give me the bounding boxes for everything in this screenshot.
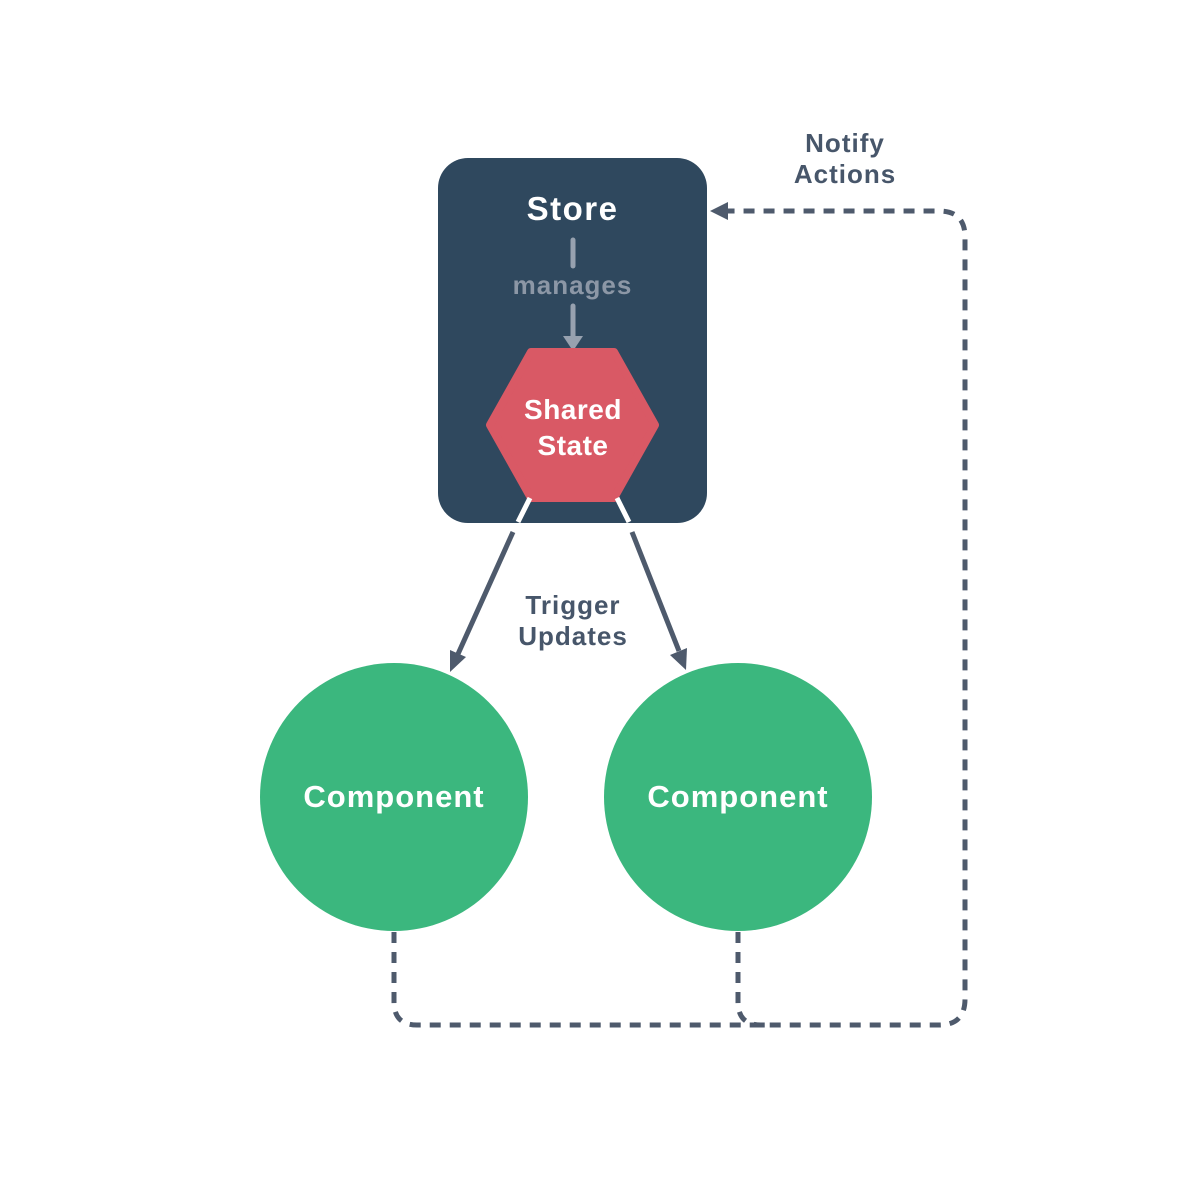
manages-label: manages	[512, 270, 633, 300]
notify-actions-edge-main	[391, 208, 968, 1028]
trigger-edge-left	[455, 530, 516, 656]
trigger-updates-label: Trigger Updates	[473, 590, 673, 652]
notify-actions-label: Notify Actions	[745, 128, 945, 190]
store-label: Store	[526, 190, 619, 227]
trigger-updates-line2: Updates	[518, 621, 628, 651]
left-trigger-arrowhead-icon	[450, 650, 466, 672]
down-arrowhead-icon	[563, 336, 583, 351]
notify-actions-line1: Notify	[805, 128, 885, 158]
notify-actions-edge-right-branch	[735, 932, 776, 1028]
component-node-left: Component	[260, 663, 528, 931]
shared-state-label-line2: State	[537, 430, 609, 461]
shared-state-hexagon	[486, 348, 659, 502]
trigger-edge-right-mask-segment	[614, 496, 632, 524]
trigger-edge-right	[629, 531, 682, 652]
notify-actions-line2: Actions	[793, 159, 897, 189]
trigger-edge-left-mask-segment	[515, 496, 533, 524]
component-label: Component	[303, 779, 485, 814]
component-label: Component	[647, 779, 829, 814]
component-node-right: Component	[604, 663, 872, 931]
notify-arrowhead-icon	[710, 202, 728, 220]
trigger-updates-line1: Trigger	[525, 590, 621, 620]
right-trigger-arrowhead-icon	[670, 648, 687, 670]
shared-state-label-line1: Shared	[524, 394, 622, 425]
shared-state-label: Shared State	[473, 392, 673, 464]
